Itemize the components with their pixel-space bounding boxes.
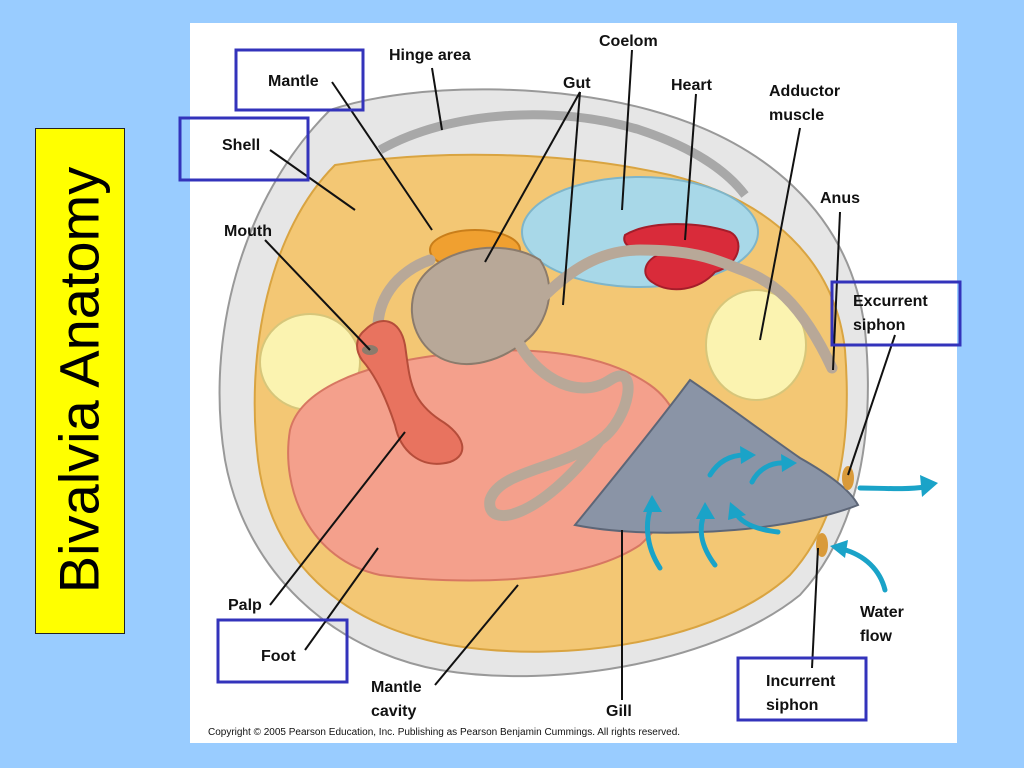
label-excurrent-siphon-2: siphon xyxy=(853,317,905,334)
label-foot: Foot xyxy=(261,648,296,665)
copyright-notice: Copyright © 2005 Pearson Education, Inc.… xyxy=(208,727,680,738)
incurrent-opening-shape xyxy=(816,533,828,557)
title-box xyxy=(35,128,125,634)
excurrent-highlight-box xyxy=(830,280,962,347)
label-water-flow-2: flow xyxy=(860,628,893,645)
label-water-flow-1: Water xyxy=(860,604,904,621)
label-incurrent-siphon-1: Incurrent xyxy=(766,673,836,690)
incurrent-highlight-box xyxy=(736,656,868,722)
label-mantle: Mantle xyxy=(268,73,319,90)
mantle-highlight-box xyxy=(234,48,365,112)
hinge-shape xyxy=(377,110,749,198)
gill-shape xyxy=(573,378,860,534)
label-coelom: Coelom xyxy=(599,33,658,50)
label-incurrent-siphon-2: siphon xyxy=(766,697,818,714)
label-hinge-area: Hinge area xyxy=(389,47,471,64)
label-adductor-muscle-1: Adductor xyxy=(769,83,840,100)
label-mantle-cavity-1: Mantle xyxy=(371,679,422,696)
label-mantle-cavity-2: cavity xyxy=(371,703,416,720)
label-anus: Anus xyxy=(820,190,860,207)
palp-shape xyxy=(356,320,464,465)
excurrent-opening-shape xyxy=(842,466,854,490)
foot-highlight-box xyxy=(216,618,349,684)
label-mouth: Mouth xyxy=(224,223,272,240)
leader-lines xyxy=(264,49,896,700)
water-flow-arrows xyxy=(643,446,938,593)
highlight-boxes xyxy=(178,48,962,722)
label-palp: Palp xyxy=(228,597,262,614)
label-gill: Gill xyxy=(606,703,632,720)
label-gut: Gut xyxy=(563,75,591,92)
label-shell: Shell xyxy=(222,137,260,154)
stomach-shape xyxy=(410,246,551,366)
posterior-adductor-shape xyxy=(705,289,807,401)
label-adductor-muscle-2: muscle xyxy=(769,107,824,124)
shell-highlight-box xyxy=(178,116,310,182)
label-heart: Heart xyxy=(671,77,713,94)
label-excurrent-siphon-1: Excurrent xyxy=(853,293,928,310)
